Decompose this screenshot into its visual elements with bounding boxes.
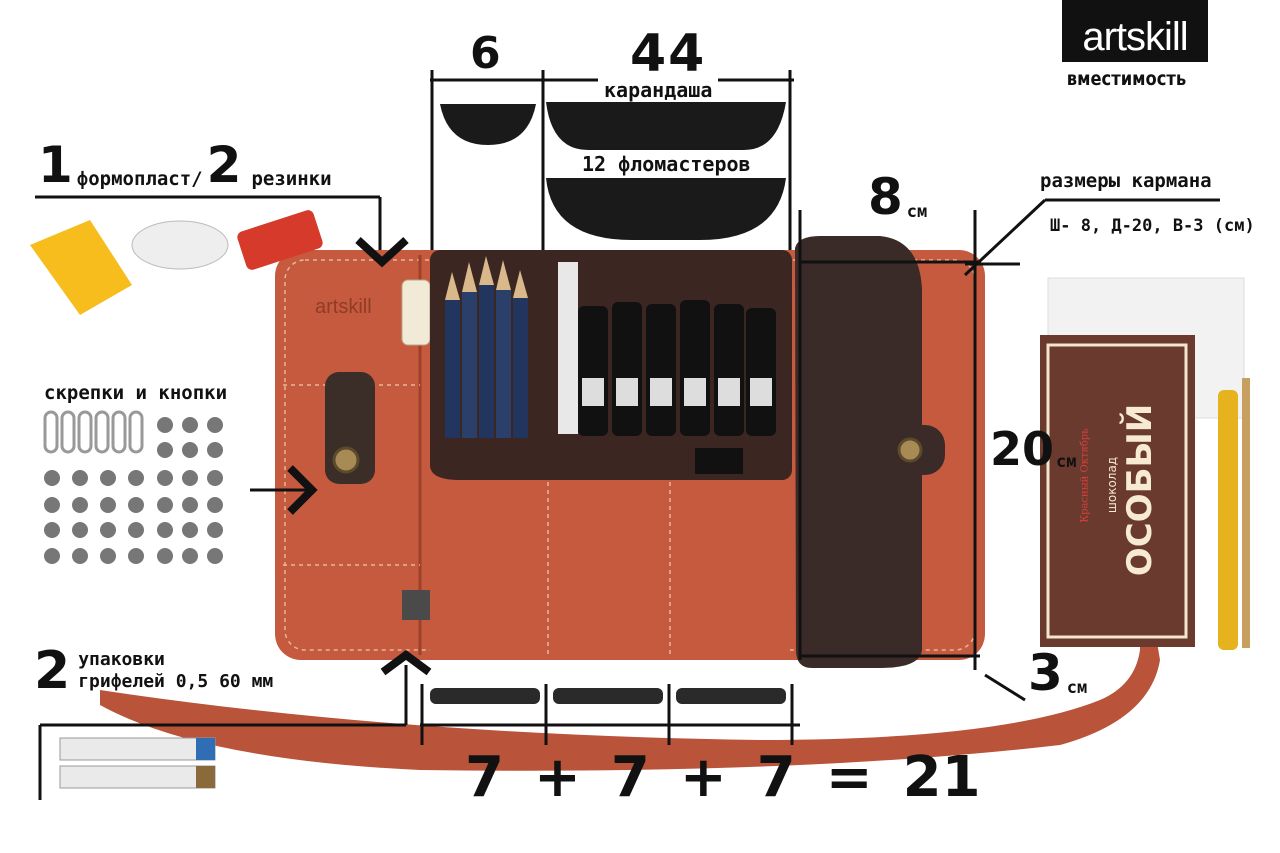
leather-flap [795, 236, 922, 668]
brand-logo: artskill [1062, 0, 1208, 62]
eraser-label1: формопласт/ [76, 168, 203, 190]
red-blue-eraser [237, 210, 323, 270]
chocolate-maker: Красный Октябрь [1079, 428, 1091, 523]
pocket-width-value: 8 [868, 168, 903, 226]
pocket-length: 20 см [990, 426, 1077, 472]
dimension-lines [35, 70, 1220, 800]
equation-eq: = [825, 745, 873, 810]
markers-label: 12 фломастеров [582, 152, 751, 176]
slot-row-1 [430, 688, 540, 704]
pocket-depth: 3 см [1028, 648, 1087, 698]
brand-subtitle: вместимость [1066, 68, 1187, 90]
small-slots-count: 6 [470, 28, 501, 79]
paperclips [43, 410, 144, 454]
marker-set [578, 300, 776, 436]
push-pins [44, 417, 223, 564]
leads-caption: 2 упаковки грифелей 0,5 60 мм [34, 645, 273, 697]
lead-pack-2 [59, 765, 216, 789]
eraser-caption: 1 формопласт/ 2 резинки [38, 140, 332, 190]
bottom-equation: 7 + 7 + 7 = 21 [465, 745, 981, 810]
lead-pack-1 [59, 737, 216, 761]
brand-name: artskill [1082, 15, 1188, 59]
pocket-length-value: 20 [990, 422, 1055, 476]
equation-a: 7 [465, 745, 504, 810]
pencils-count: 44 [630, 24, 707, 84]
leather-case [275, 236, 985, 668]
leather-strap [100, 630, 1160, 771]
marker-tray [546, 178, 786, 240]
pencils-label: карандаша [598, 78, 719, 102]
eraser-num2: 2 [206, 136, 242, 194]
pocket-length-unit: см [1056, 452, 1077, 472]
eraser-num1: 1 [38, 136, 73, 194]
leads-line1: упаковки [78, 649, 165, 670]
formoplast-eraser [30, 220, 132, 315]
equation-b: 7 [610, 745, 650, 810]
utility-knife [1218, 390, 1238, 650]
pocket-width: 8 см [868, 172, 927, 222]
slot-row-2 [553, 688, 663, 704]
leads-line2: грифелей 0,5 60 мм [78, 671, 274, 692]
pencil-tray-small [440, 104, 536, 145]
pocket-depth-value: 3 [1028, 644, 1063, 702]
clips-label: скрепки и кнопки [44, 382, 228, 404]
pocket-dims: Ш- 8, Д-20, В-3 (см) [1050, 216, 1255, 236]
equation-op1: + [533, 745, 581, 810]
leads-num: 2 [34, 641, 71, 701]
pocket-title: размеры кармана [1040, 170, 1212, 192]
white-eraser [131, 220, 229, 270]
case-emboss: artskill [315, 296, 372, 318]
brush [1242, 378, 1250, 648]
chocolate-brand-word: ОСОБЫЙ [1120, 403, 1160, 577]
pocket-width-unit: см [906, 202, 928, 222]
equation-c: 7 [756, 745, 796, 810]
pencil-tray-large [546, 102, 786, 150]
equation-total: 21 [902, 745, 981, 810]
eraser-label2: резинки [251, 168, 332, 190]
chocolate-bar [1040, 335, 1195, 647]
chocolate-label: ОСОБЫЙ шоколад Красный Октябрь [1080, 360, 1170, 630]
pencil-set [445, 256, 578, 438]
equation-op2: + [679, 745, 727, 810]
slot-row-3 [676, 688, 786, 704]
chocolate-type: шоколад [1105, 456, 1119, 514]
pocket-depth-unit: см [1066, 678, 1088, 698]
